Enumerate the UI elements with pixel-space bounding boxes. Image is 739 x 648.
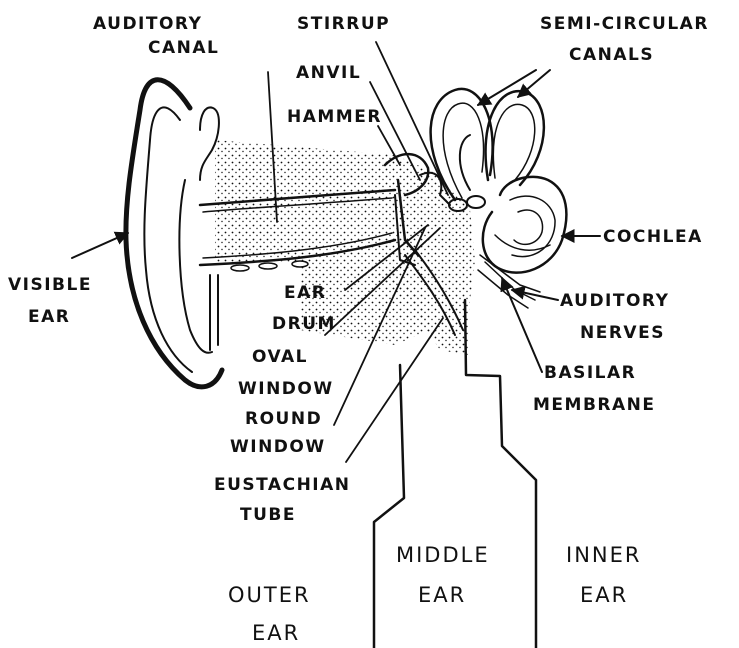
semicircular-canals-shape — [431, 89, 544, 200]
semicircular-label-2: CANALS — [569, 45, 654, 65]
oval-window-label-2: WINDOW — [238, 379, 334, 399]
middle-ear-label-1: MIDDLE — [396, 543, 490, 567]
round-window-label-1: ROUND — [245, 409, 322, 429]
anvil-label: ANVIL — [296, 63, 361, 83]
outer-ear-label-2: EAR — [252, 621, 300, 645]
basilar-membrane-label-2: MEMBRANE — [533, 395, 656, 415]
semicircular-pointer-left — [478, 70, 536, 105]
semicircular-pointer-right — [518, 70, 550, 97]
oval-window-label-1: OVAL — [252, 347, 308, 367]
auditory-nerves-label-2: NERVES — [580, 323, 665, 343]
outer-middle-divider — [374, 365, 404, 648]
auditory-nerves-pointer — [512, 290, 558, 300]
visible-ear-label-1: VISIBLE — [8, 275, 92, 295]
middle-inner-divider — [465, 300, 536, 648]
basilar-membrane-label-1: BASILAR — [544, 363, 636, 383]
ear-drum-label-2: DRUM — [272, 314, 336, 334]
visible-ear-label-2: EAR — [28, 307, 70, 327]
section-labels: OUTER EAR MIDDLE EAR INNER EAR — [228, 543, 641, 645]
visible-ear-pointer — [72, 233, 128, 258]
auditory-canal-label-1: AUDITORY — [93, 14, 202, 34]
cochlea-shape — [483, 177, 567, 273]
hammer-label: HAMMER — [287, 107, 382, 127]
eustachian-tube-label-2: TUBE — [240, 505, 296, 525]
auditory-nerves-label-1: AUDITORY — [560, 291, 669, 311]
ear-drum-label-1: EAR — [284, 283, 326, 303]
stirrup-label: STIRRUP — [297, 14, 390, 34]
auditory-nerves-shape — [478, 255, 540, 308]
inner-ear-label-1: INNER — [566, 543, 641, 567]
semicircular-label-1: SEMI-CIRCULAR — [540, 14, 709, 34]
visible-ear-shape — [126, 80, 222, 387]
cochlea-label: COCHLEA — [603, 227, 703, 247]
auditory-canal-label-2: CANAL — [148, 38, 219, 58]
inner-ear-label-2: EAR — [580, 583, 628, 607]
round-window-label-2: WINDOW — [230, 437, 326, 457]
middle-ear-label-2: EAR — [418, 583, 466, 607]
eustachian-tube-label-1: EUSTACHIAN — [214, 475, 351, 495]
outer-ear-label-1: OUTER — [228, 583, 311, 607]
